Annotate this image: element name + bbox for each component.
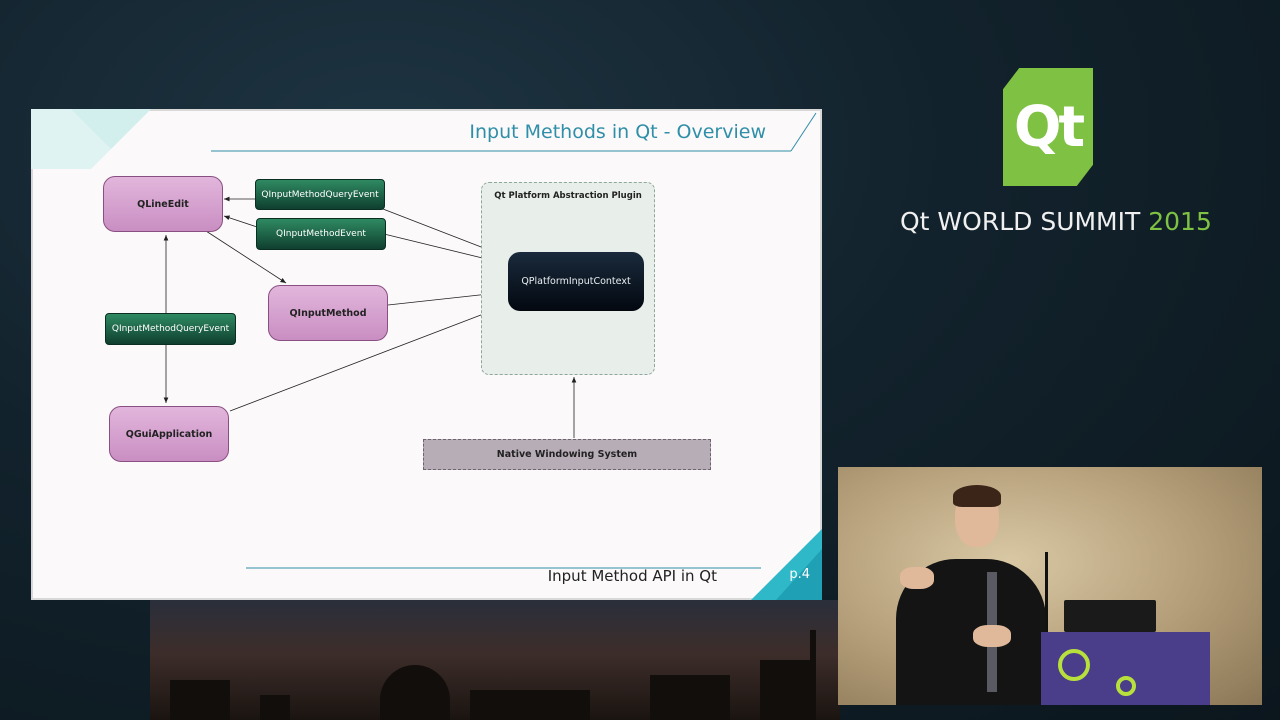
qt-logo: Qt xyxy=(1003,68,1093,186)
query-event-left: QInputMethodQueryEvent xyxy=(105,313,236,345)
qlineedit-node: QLineEdit xyxy=(103,176,223,232)
speaker-left-hand xyxy=(900,567,934,589)
podium-ring-large xyxy=(1058,649,1090,681)
microphone xyxy=(1045,552,1048,642)
qguiapplication-node: QGuiApplication xyxy=(109,406,229,462)
page-number: p.4 xyxy=(789,567,810,582)
presentation-slide: Input Methods in Qt - Overview Qt Platfo… xyxy=(31,109,822,600)
slide-title: Input Methods in Qt - Overview xyxy=(469,121,766,143)
speaker-right-hand xyxy=(973,625,1011,647)
qpa-plugin-label: Qt Platform Abstraction Plugin xyxy=(494,191,642,201)
qplatforminputcontext-node: QPlatformInputContext xyxy=(508,252,644,311)
query-event-top: QInputMethodQueryEvent xyxy=(255,179,385,210)
event-year: 2015 xyxy=(1148,207,1212,236)
slide-footer-text: Input Method API in Qt xyxy=(547,567,717,585)
podium-ring-small xyxy=(1116,676,1136,696)
slide-decoration xyxy=(31,109,822,600)
native-windowing-system-node: Native Windowing System xyxy=(423,439,711,470)
event-title: Qt WORLD SUMMIT 2015 xyxy=(900,207,1212,236)
podium xyxy=(1041,632,1210,705)
event-title-prefix: Qt WORLD SUMMIT xyxy=(900,207,1141,236)
laptop xyxy=(1064,600,1156,632)
speaker-camera-inset xyxy=(838,467,1262,705)
input-method-event: QInputMethodEvent xyxy=(256,218,386,250)
city-skyline-backdrop xyxy=(150,600,840,720)
qt-logo-text: Qt xyxy=(1013,94,1085,160)
qinputmethod-node: QInputMethod xyxy=(268,285,388,341)
speaker-hair xyxy=(953,485,1001,507)
